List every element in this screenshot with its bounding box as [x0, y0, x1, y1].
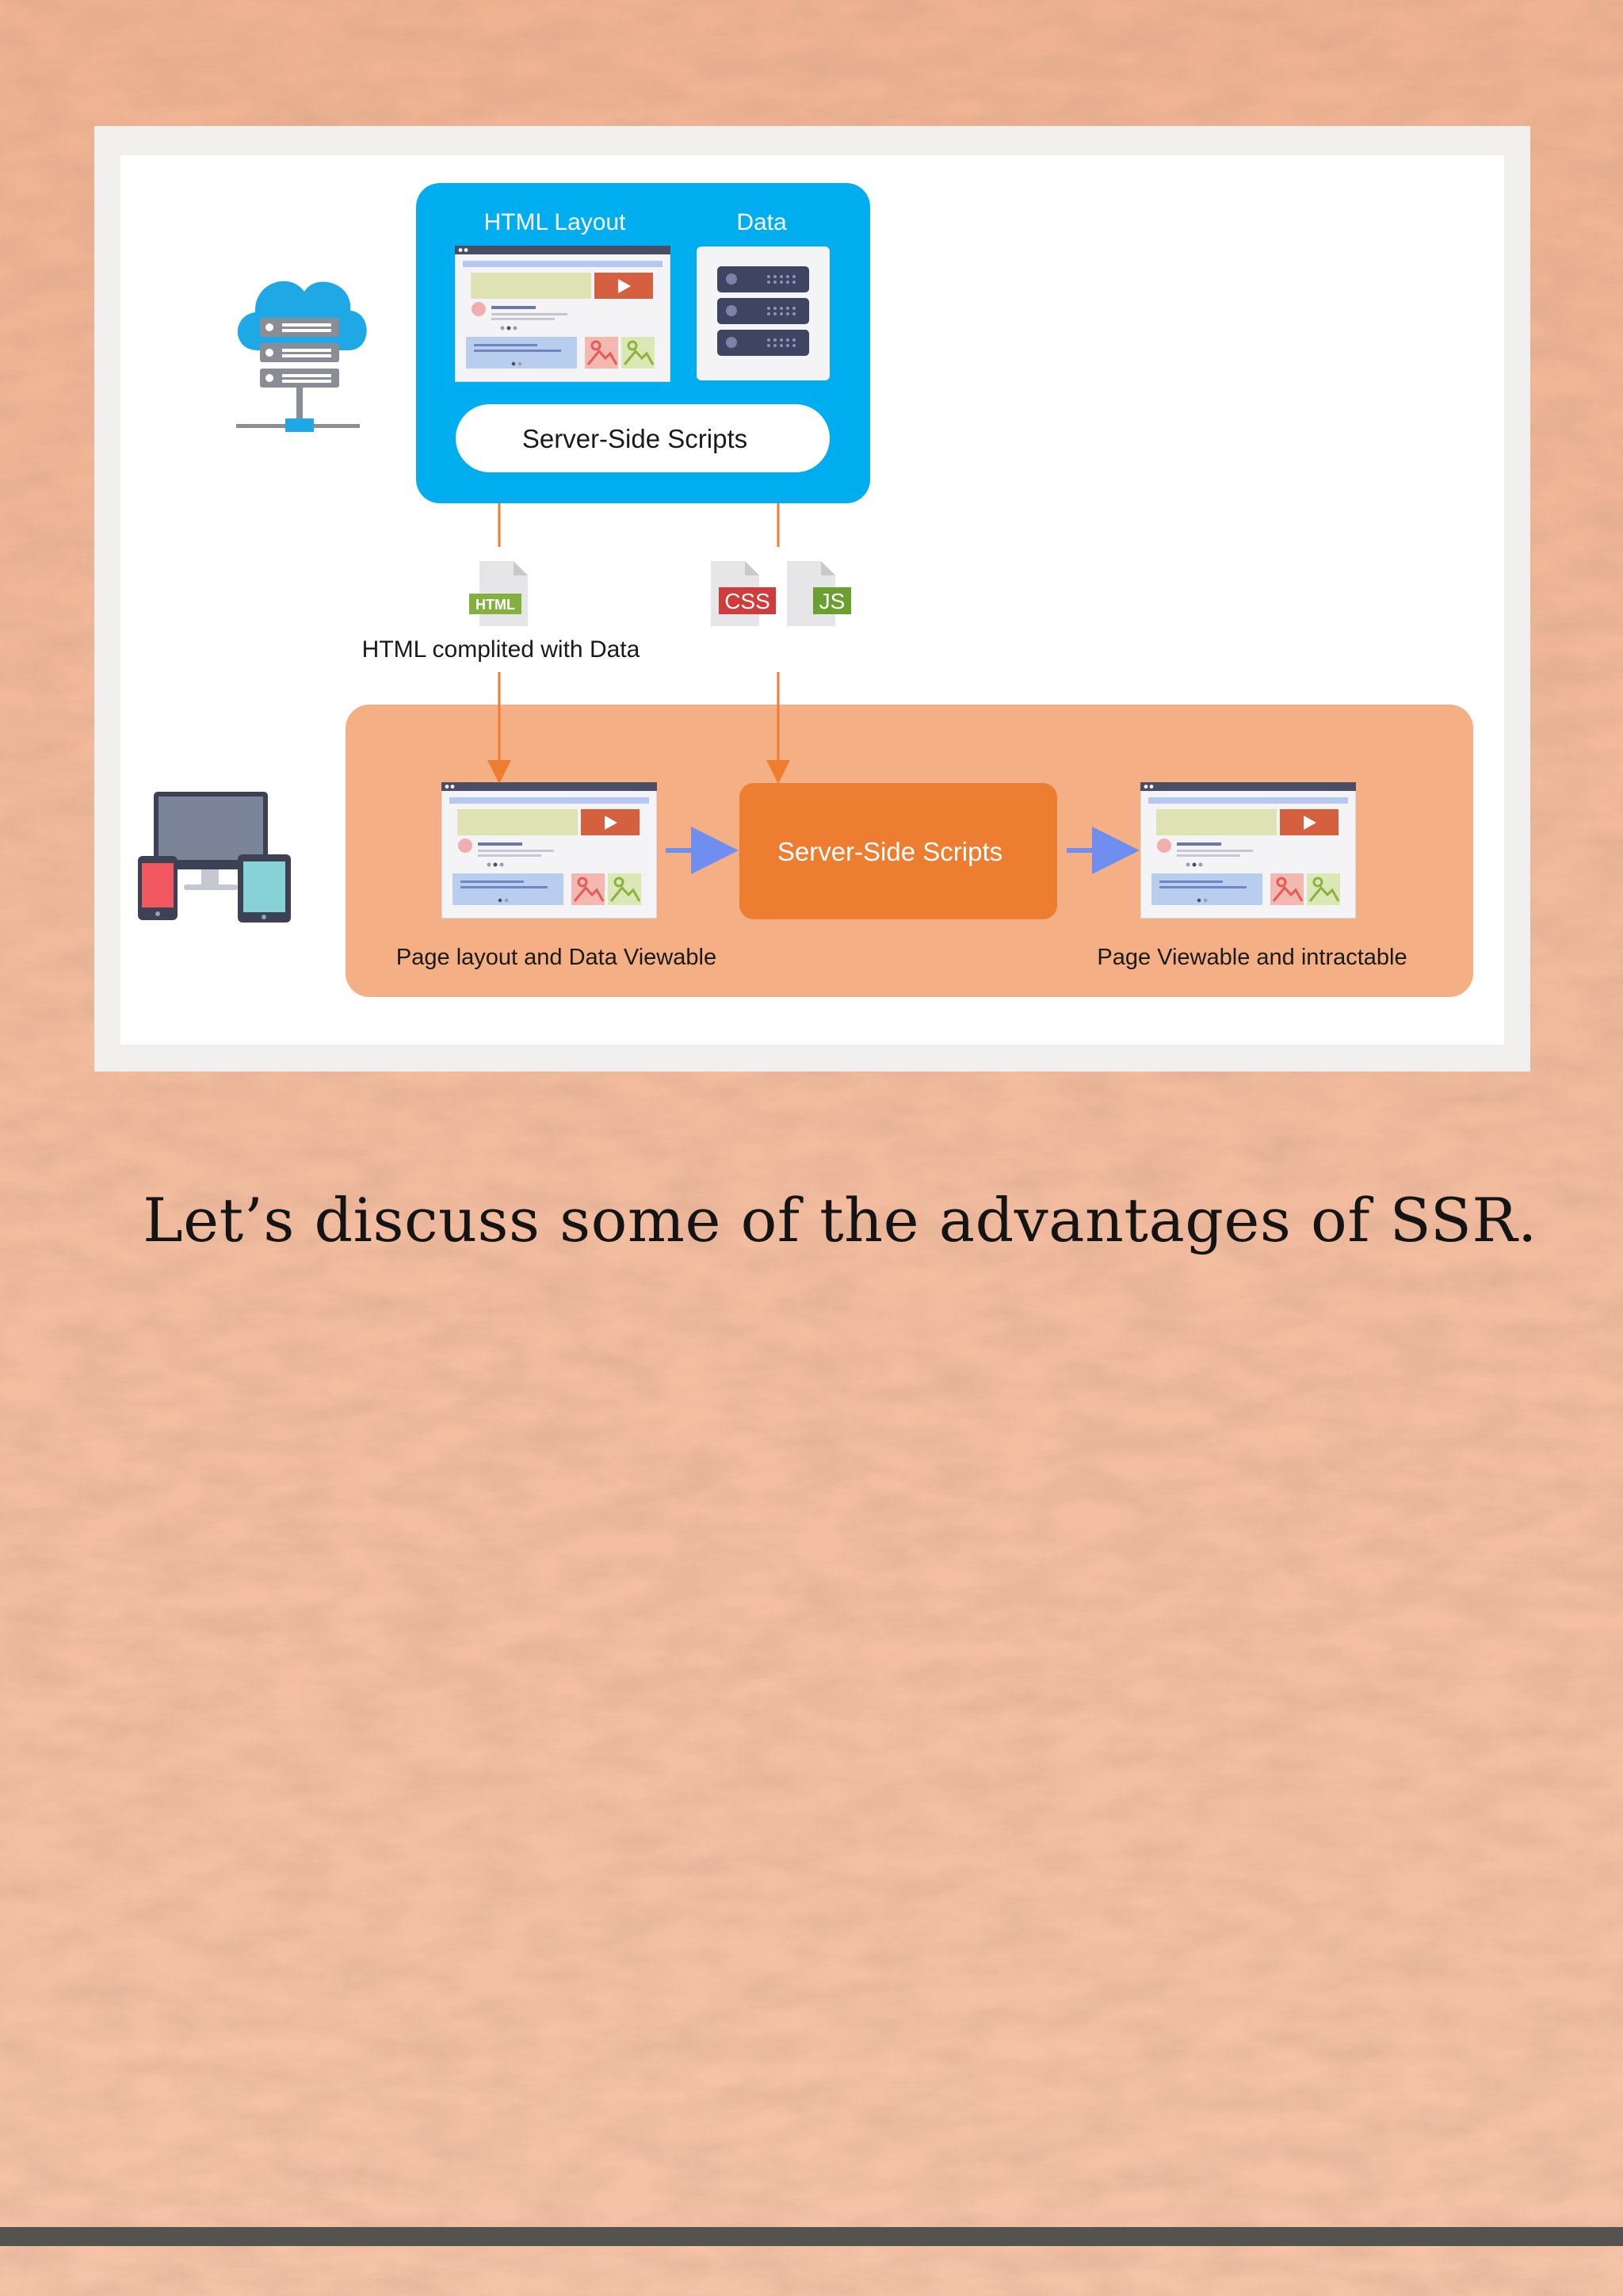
page-interactive-browser-icon [1140, 782, 1356, 919]
html-completed-caption: HTML complited with Data [362, 636, 640, 663]
client-scripts-box [739, 783, 1057, 919]
ssr-diagram: HTML Layout Data Server-Side Scripts [138, 183, 1473, 997]
page-layout-caption: Page layout and Data Viewable [396, 945, 716, 970]
section-caption: Let’s discuss some of the advantages of … [143, 1185, 1537, 1255]
cloud-server-icon [236, 281, 367, 432]
css-file-icon: CSS [711, 561, 776, 626]
server-scripts-label: Server-Side Scripts [522, 424, 747, 453]
html-file-icon: HTML [469, 561, 528, 626]
svg-text:JS: JS [819, 589, 846, 613]
page-interactive-caption: Page Viewable and intractable [1097, 945, 1407, 970]
html-layout-page-icon [455, 246, 670, 382]
page-layout-browser-icon [441, 782, 657, 919]
server-scripts-pill [456, 404, 830, 472]
data-label: Data [736, 209, 787, 235]
svg-text:CSS: CSS [724, 589, 770, 613]
server-rack-icon [697, 246, 830, 380]
footer-bar [0, 2227, 1623, 2246]
html-layout-label: HTML Layout [484, 209, 627, 235]
svg-text:HTML: HTML [475, 597, 515, 613]
js-file-icon: JS [787, 561, 851, 626]
devices-icon [138, 792, 291, 923]
client-scripts-label: Server-Side Scripts [777, 837, 1002, 866]
